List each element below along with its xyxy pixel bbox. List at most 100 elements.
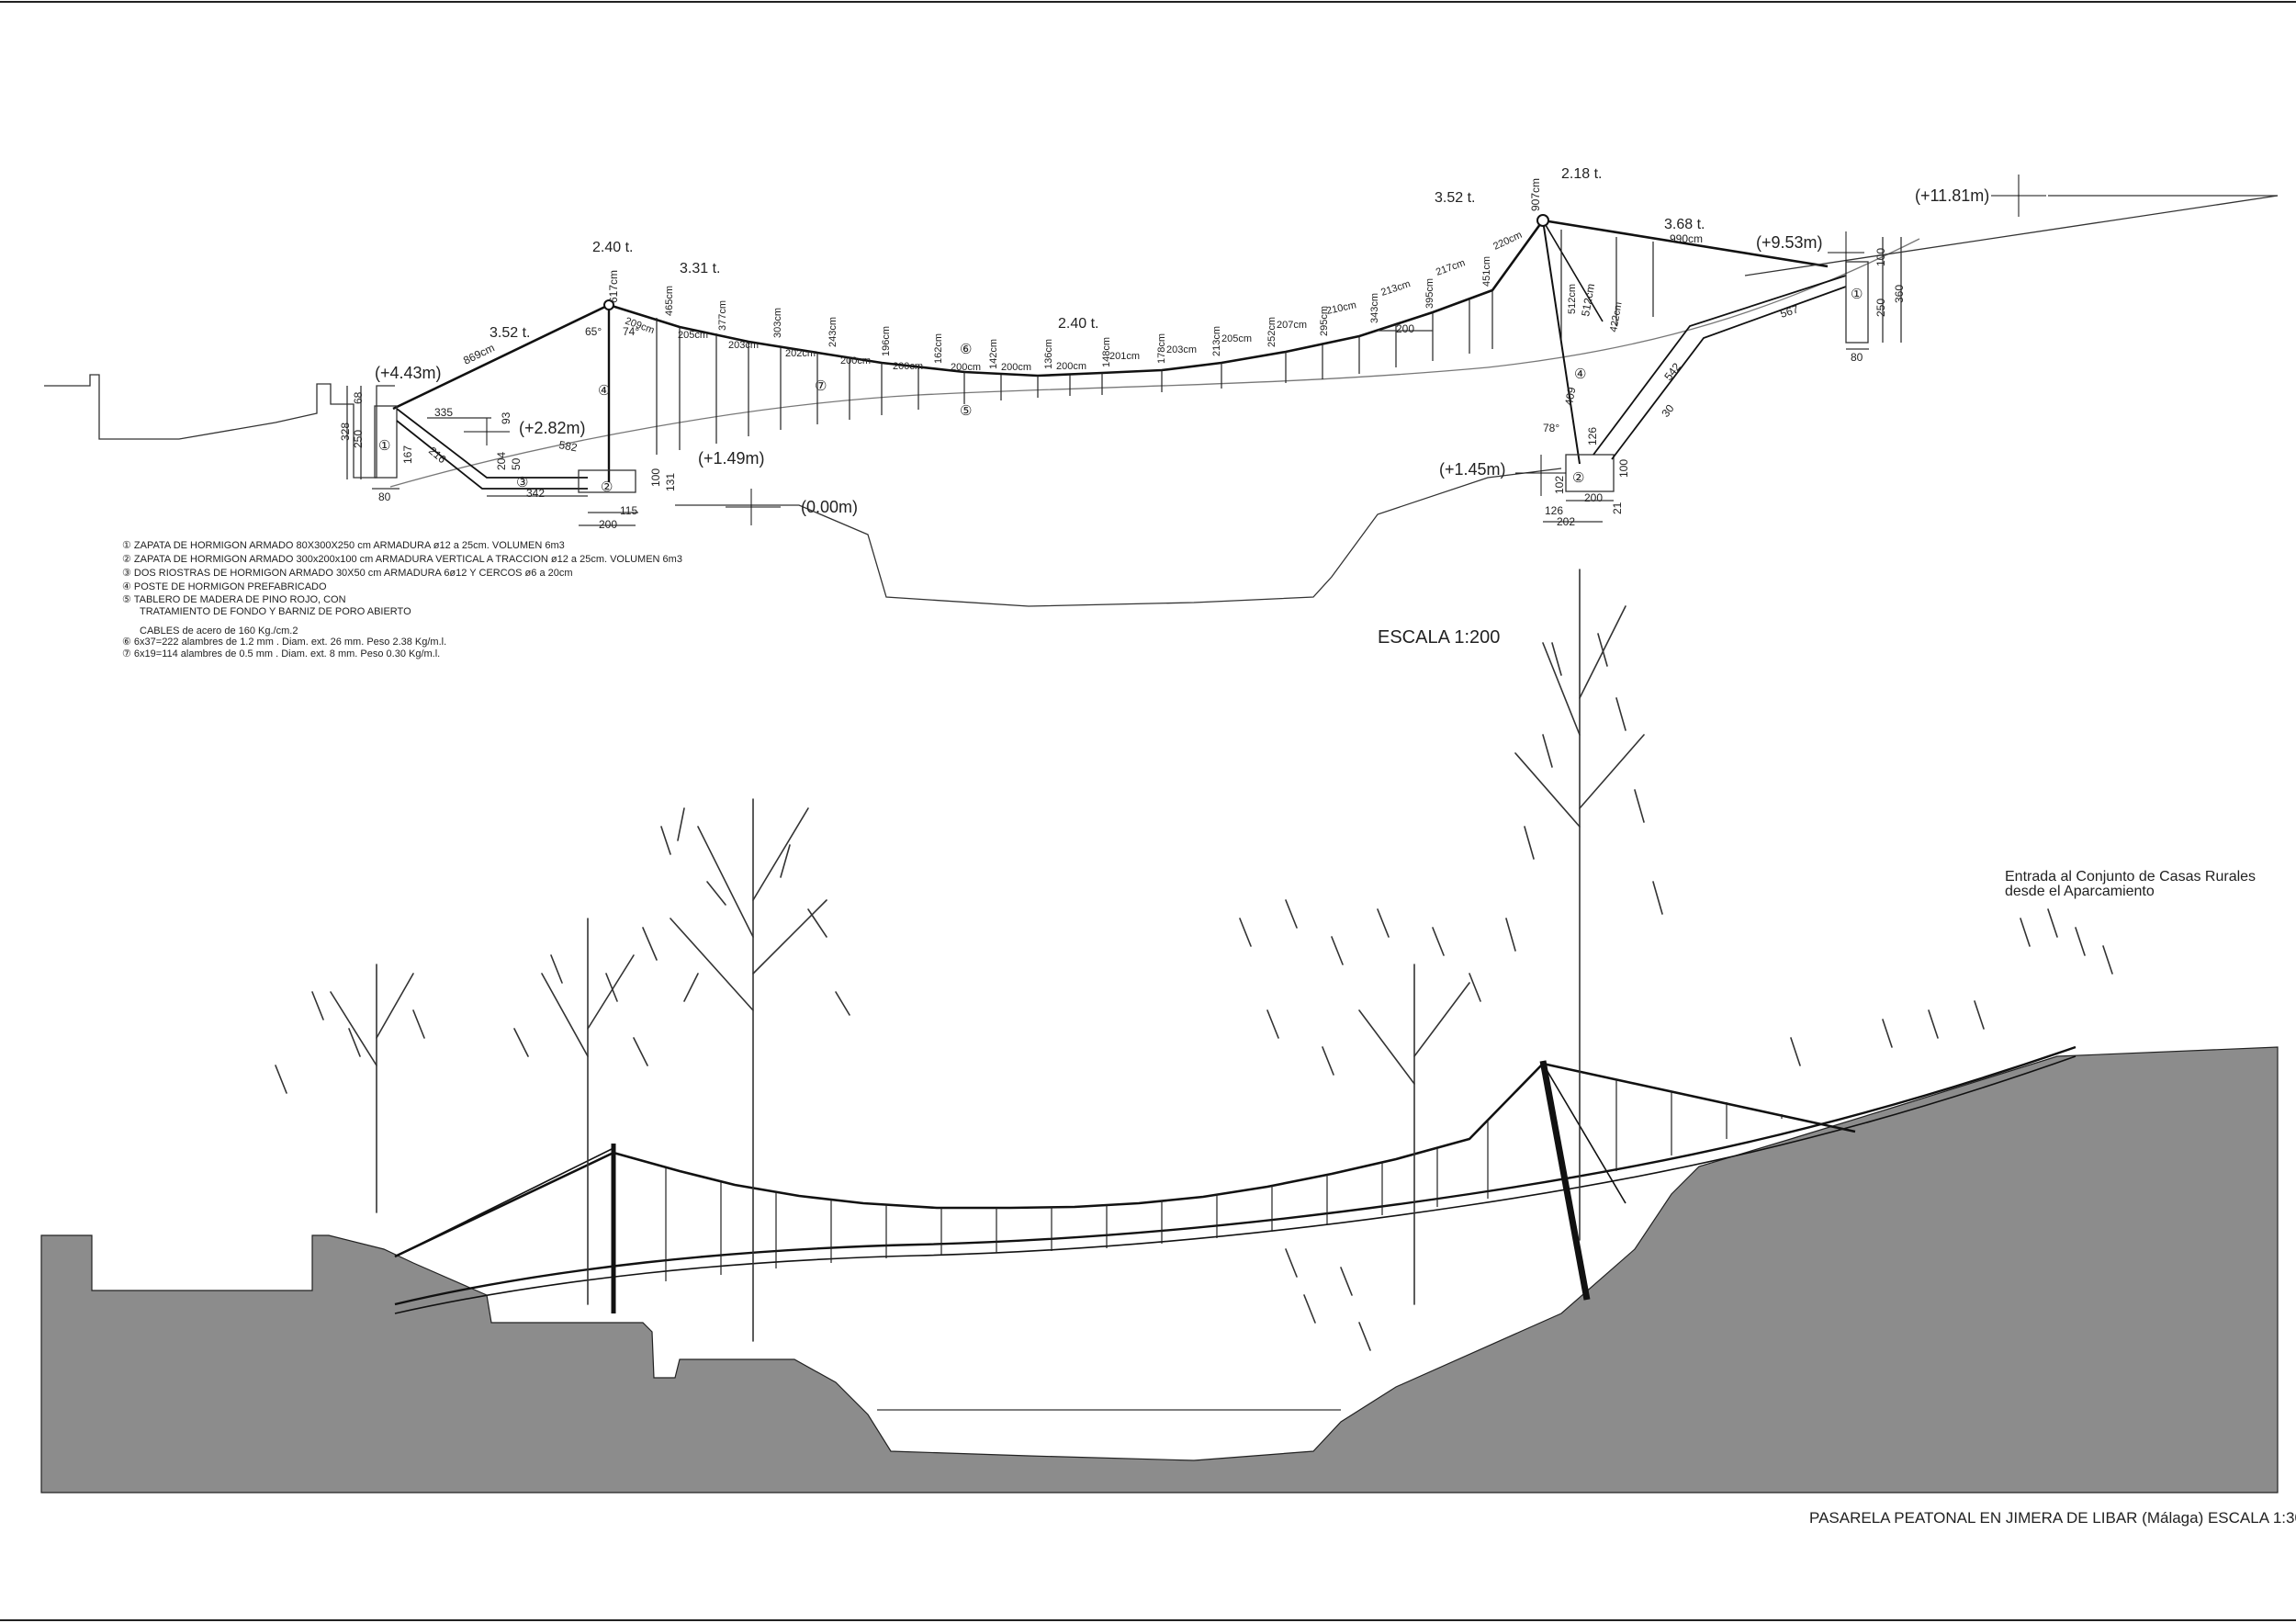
svg-text:②: ②	[601, 479, 613, 495]
svg-text:200: 200	[1396, 322, 1414, 335]
left-backstay	[394, 1147, 614, 1257]
legend-line-6: TRATAMIENTO DE FONDO Y BARNIZ DE PORO AB…	[140, 606, 411, 617]
svg-text:178cm: 178cm	[1156, 333, 1167, 364]
svg-text:115: 115	[620, 504, 637, 517]
svg-text:252cm: 252cm	[1266, 317, 1277, 347]
svg-text:167: 167	[401, 445, 414, 464]
svg-text:582: 582	[557, 438, 578, 454]
left-post-footing	[578, 469, 636, 493]
svg-text:342: 342	[526, 487, 545, 500]
entrance-label-line-2: desde el Aparcamiento	[2005, 884, 2155, 899]
left-strut-b	[396, 420, 588, 490]
entrance-label-line-1: Entrada al Conjunto de Casas Rurales	[2005, 869, 2256, 885]
elev-right-end: (+11.81m)	[1915, 186, 1989, 205]
svg-text:136cm: 136cm	[1043, 339, 1054, 369]
svg-text:①: ①	[1851, 287, 1863, 302]
svg-text:250: 250	[1874, 299, 1887, 317]
svg-text:295cm: 295cm	[1319, 306, 1330, 336]
right-anchor-footing	[1845, 261, 1869, 344]
svg-text:203cm: 203cm	[728, 340, 759, 351]
load-4: 2.40 t.	[1058, 316, 1098, 332]
svg-text:162cm: 162cm	[933, 333, 944, 364]
elevation-marks	[464, 175, 2278, 525]
hanger-length-labels: 465cm 377cm 303cm 243cm 196cm 162cm 142c…	[664, 256, 1625, 369]
svg-text:207cm: 207cm	[1277, 320, 1307, 331]
right-inner-stay	[1542, 1063, 1626, 1204]
load-1: 3.52 t.	[490, 325, 530, 341]
svg-text:220cm: 220cm	[1491, 230, 1524, 253]
svg-text:205cm: 205cm	[678, 330, 708, 341]
svg-text:142cm: 142cm	[988, 339, 999, 369]
svg-text:⑦: ⑦	[815, 378, 827, 394]
element-markers: ① ② ③ ④ ⑤ ⑥ ⑦ ② ④ ①	[378, 287, 1863, 495]
svg-text:243cm: 243cm	[827, 317, 838, 347]
svg-text:567: 567	[1779, 302, 1801, 321]
svg-text:395cm: 395cm	[1424, 278, 1435, 309]
svg-text:213cm: 213cm	[1379, 278, 1412, 299]
svg-text:200: 200	[599, 518, 617, 531]
svg-text:100: 100	[1874, 248, 1887, 266]
svg-text:335: 335	[434, 406, 453, 419]
right-strut-b	[1611, 286, 1847, 460]
cable-length-post: 617cm	[607, 270, 620, 303]
svg-text:542: 542	[1661, 360, 1683, 383]
svg-text:202: 202	[1557, 515, 1575, 528]
svg-text:200cm: 200cm	[951, 362, 981, 373]
illustrated-elevation: Entrada al Conjunto de Casas Rurales des…	[40, 569, 2279, 1493]
river-profile	[675, 468, 1562, 607]
legend-line-5: ⑤ TABLERO DE MADERA DE PINO ROJO, CON	[122, 594, 346, 605]
svg-text:512cm: 512cm	[1579, 283, 1597, 318]
svg-text:30: 30	[1659, 401, 1676, 419]
svg-text:250: 250	[352, 430, 365, 448]
elev-left-footing: (+2.82m)	[519, 419, 586, 437]
deck	[394, 1045, 2077, 1306]
svg-text:328: 328	[339, 423, 352, 441]
technical-elevation: (+4.43m) (+2.82m) (+1.49m) (0.00m) (+1.4…	[44, 166, 2279, 659]
cable-length-top: 907cm	[1529, 178, 1542, 211]
svg-text:204: 204	[495, 452, 508, 470]
illustration-hangers	[665, 1079, 1783, 1281]
load-2: 2.40 t.	[592, 240, 633, 255]
svg-text:377cm: 377cm	[717, 300, 728, 331]
svg-text:78°: 78°	[1543, 422, 1559, 434]
svg-text:148cm: 148cm	[1101, 337, 1112, 367]
deck-curve	[389, 238, 1920, 488]
right-stay	[1542, 220, 1604, 322]
svg-text:102: 102	[1553, 476, 1566, 494]
svg-text:201cm: 201cm	[1109, 351, 1140, 362]
legend-cable-6: ⑥ 6x37=222 alambres de 1.2 mm . Diam. ex…	[122, 637, 446, 648]
left-terrain-line	[44, 374, 395, 479]
svg-text:131: 131	[664, 473, 677, 491]
svg-text:210cm: 210cm	[1325, 299, 1357, 317]
left-strut-a	[396, 408, 588, 479]
elev-riverbed: (0.00m)	[801, 498, 858, 516]
legend-line-4: ④ POSTE DE HORMIGON PREFABRICADO	[122, 581, 327, 592]
svg-text:205cm: 205cm	[1221, 333, 1252, 344]
load-5: 3.52 t.	[1435, 190, 1475, 206]
svg-text:21: 21	[1611, 502, 1624, 514]
svg-text:200cm: 200cm	[1056, 361, 1086, 372]
load-6: 2.18 t.	[1561, 166, 1602, 182]
sheet-title: PASARELA PEATONAL EN JIMERA DE LIBAR (Má…	[1809, 1509, 2296, 1527]
legend-line-1: ① ZAPATA DE HORMIGON ARMADO 80X300X250 c…	[122, 540, 565, 551]
svg-text:217cm: 217cm	[1435, 257, 1467, 278]
foliage	[275, 633, 2113, 1351]
svg-text:126: 126	[1586, 427, 1599, 445]
svg-text:100: 100	[1617, 459, 1630, 478]
svg-text:196cm: 196cm	[881, 326, 892, 356]
svg-text:④: ④	[1574, 366, 1586, 382]
suspension-cable	[394, 1062, 1856, 1258]
svg-text:93: 93	[500, 411, 512, 424]
svg-text:74°: 74°	[623, 325, 639, 338]
load-3: 3.31 t.	[680, 261, 720, 276]
svg-text:409: 409	[1562, 386, 1578, 406]
legend-cables-title: CABLES de acero de 160 Kg./cm.2	[140, 626, 298, 637]
svg-text:202cm: 202cm	[785, 348, 816, 359]
right-tower	[1539, 1060, 1591, 1301]
svg-text:203cm: 203cm	[1166, 344, 1197, 355]
trees	[330, 569, 1645, 1342]
svg-text:50: 50	[510, 457, 523, 470]
right-backstay	[1542, 220, 1581, 465]
hangers	[656, 230, 1654, 455]
